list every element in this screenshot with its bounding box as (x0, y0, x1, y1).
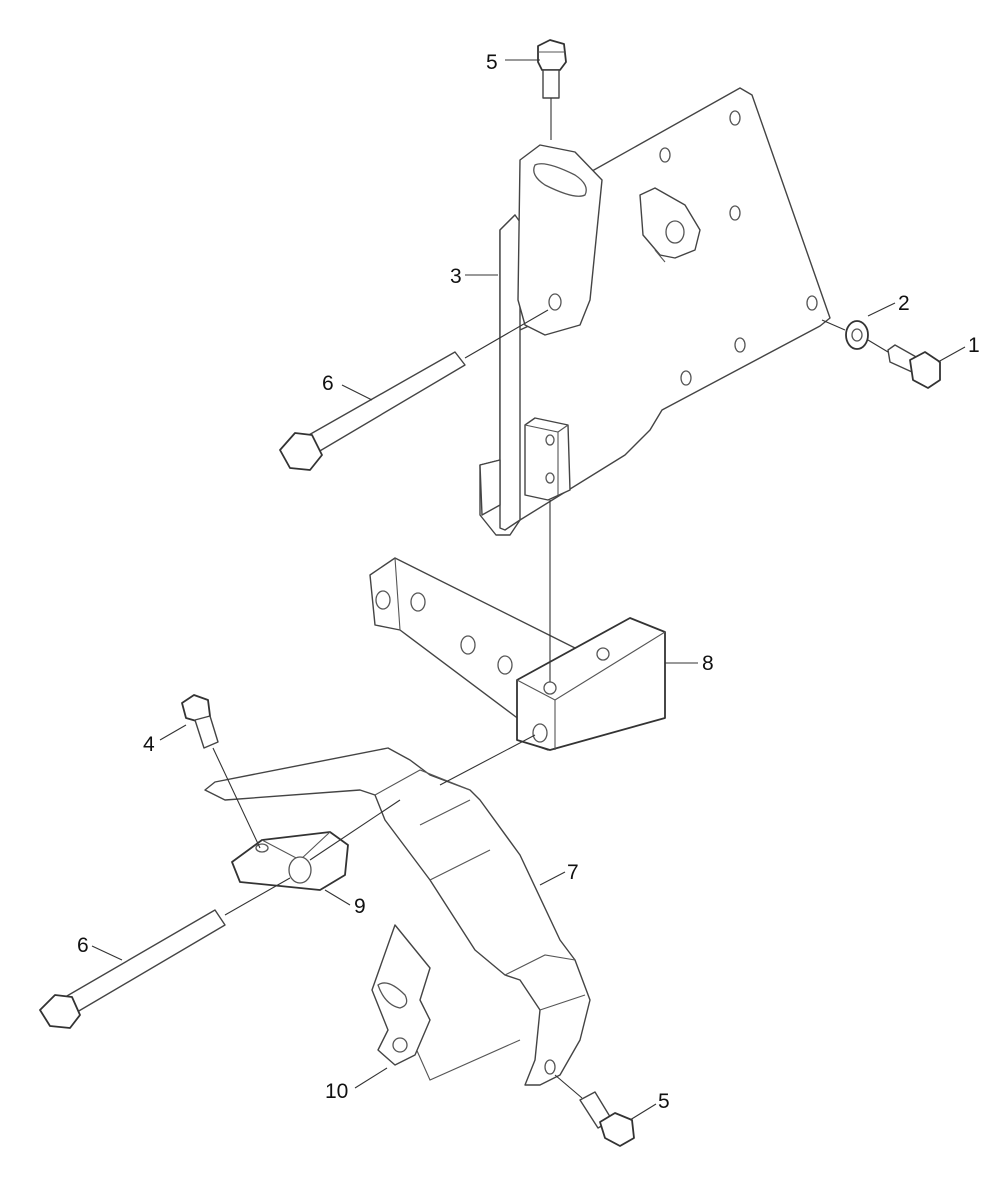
callout-1: 1 (968, 334, 980, 357)
callout-10: 10 (325, 1080, 348, 1103)
part-1-bolt (867, 339, 941, 389)
callout-8: 8 (702, 652, 714, 675)
callout-6-bottom: 6 (77, 934, 89, 957)
assembly-center-lines (309, 500, 551, 861)
callout-2: 2 (898, 292, 910, 315)
callout-6-top: 6 (322, 372, 334, 395)
part-6-bottom-long-bolt (39, 877, 291, 1029)
callout-leaders (91, 59, 966, 1121)
part-4-bolt (181, 694, 261, 849)
part-10-clip-bracket (371, 924, 431, 1066)
part-9-pivot-block (231, 831, 349, 891)
callout-5-bottom: 5 (658, 1090, 670, 1113)
callout-4: 4 (143, 733, 155, 756)
part-5-bottom-bolt (554, 1074, 635, 1147)
part-5-top-bolt (537, 39, 567, 140)
callout-7: 7 (567, 861, 579, 884)
part-6-top-long-bolt (279, 309, 549, 471)
part-7-lower-bracket (204, 747, 591, 1086)
callout-3: 3 (450, 265, 462, 288)
callout-5-top: 5 (486, 51, 498, 74)
callout-labels: 5 3 6 2 1 8 4 7 9 6 10 5 (77, 51, 980, 1113)
part-3-mounting-plate (479, 87, 831, 536)
part-8-cross-beam (369, 557, 666, 751)
callout-9: 9 (354, 895, 366, 918)
part-2-washer (821, 319, 869, 350)
